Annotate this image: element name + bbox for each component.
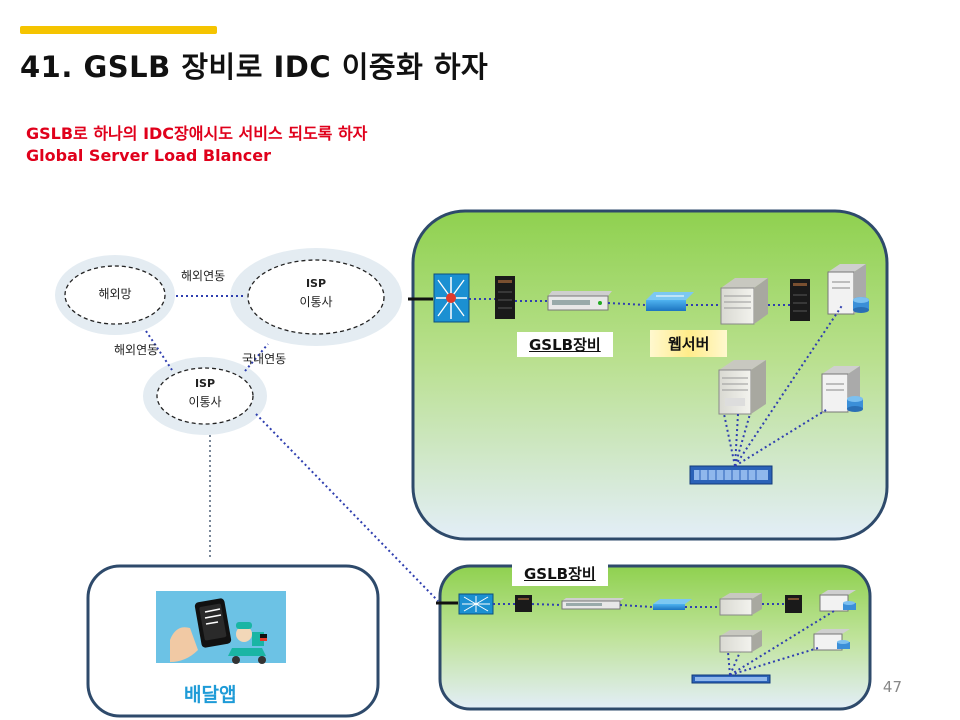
database-server-icon-2	[821, 366, 863, 413]
overseas-net-ellipse	[64, 265, 166, 325]
database-server-icon	[827, 264, 869, 315]
idc-primary-box	[411, 209, 889, 541]
switch-icon	[646, 292, 694, 311]
subtitle-line-1: GSLB로 하나의 IDC장애시도 서비스 되도록 하자	[26, 124, 368, 143]
isp-top-label: ISP 이통사	[281, 274, 351, 312]
link-label-overseas-top: 해외연동	[181, 269, 226, 283]
idc1-web-label: 웹서버	[650, 330, 728, 357]
router-icon-2	[458, 593, 494, 615]
isp-bottom-line1: ISP	[194, 377, 216, 390]
tower-server-icon-2	[790, 279, 810, 321]
page-title: 41. GSLB 장비로 IDC 이중화 하자	[20, 50, 489, 84]
storage-array-icon	[689, 465, 773, 485]
router-icon	[433, 273, 470, 323]
link-label-overseas-left: 해외연동	[114, 343, 159, 357]
link-isp-domestic	[244, 343, 269, 372]
database-server-icon-3	[819, 590, 856, 612]
delivery-app-image	[156, 591, 286, 664]
web-server-icon-4	[719, 630, 762, 653]
isp-bottom-line2: 이통사	[188, 395, 222, 409]
page-number: 47	[882, 678, 902, 696]
gslb-appliance-icon	[547, 291, 612, 311]
switch-icon-2	[653, 599, 692, 610]
web-server-icon-2	[718, 360, 766, 415]
gslb-appliance-icon-2	[561, 598, 624, 610]
idc-secondary-box	[438, 564, 872, 711]
web-server-icon	[720, 278, 768, 325]
link-isp-to-idc2	[255, 413, 439, 602]
isp-bottom-label: ISP 이통사	[170, 374, 240, 412]
isp-top-line1: ISP	[305, 277, 327, 290]
subtitle-line-2: Global Server Load Blancer	[26, 146, 272, 165]
isp-top-line2: 이통사	[299, 295, 333, 309]
isp-top-ellipse	[247, 259, 385, 335]
link-label-domestic: 국내연동	[242, 352, 287, 366]
idc2-links	[493, 603, 835, 676]
idc1-gslb-label: GSLB장비	[517, 332, 613, 357]
overseas-net-label: 해외망	[98, 287, 132, 301]
accent-bar	[20, 26, 217, 34]
storage-array-icon-2	[691, 674, 771, 684]
web-server-icon-3	[719, 593, 762, 616]
database-server-icon-4	[813, 629, 850, 651]
tower-server-icon	[495, 276, 515, 319]
isp-bottom-ellipse	[156, 367, 254, 425]
idc1-links	[469, 298, 844, 467]
idc2-gslb-label: GSLB장비	[512, 561, 608, 586]
delivery-app-label: 배달앱	[184, 684, 237, 706]
tower-server-icon-3	[515, 595, 532, 612]
tower-server-icon-4	[785, 595, 802, 613]
